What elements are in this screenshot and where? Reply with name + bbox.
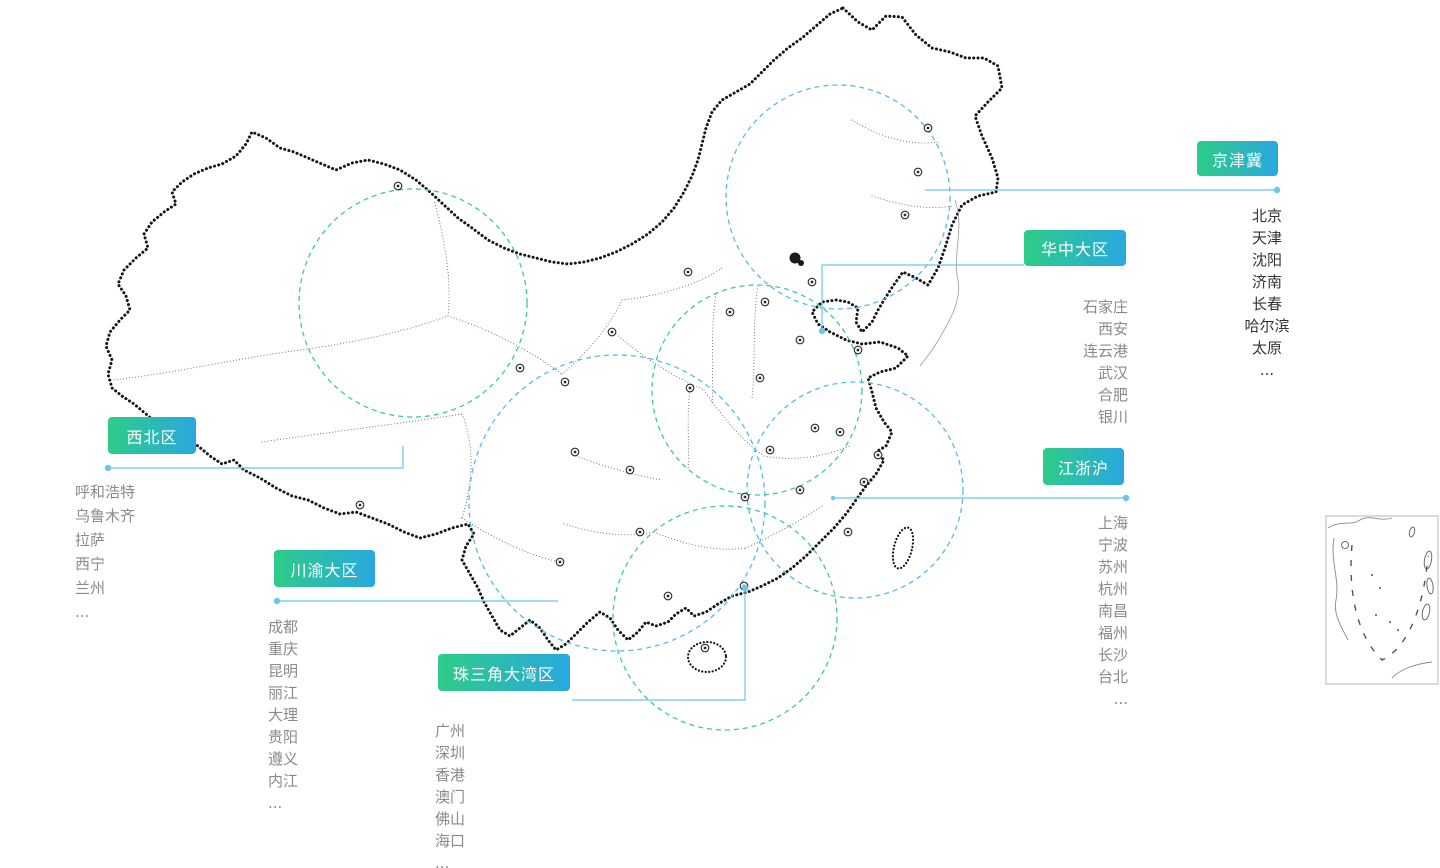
city-item: 重庆 <box>268 640 299 658</box>
city-item: 深圳 <box>435 744 466 762</box>
region-circles <box>298 84 964 731</box>
neighbor-coastline <box>919 199 960 367</box>
city-item: 长沙 <box>1097 646 1128 664</box>
city-item: 杭州 <box>1097 580 1128 598</box>
connectors <box>104 186 1281 701</box>
city-item: 澳门 <box>435 788 466 806</box>
city-item: ... <box>268 794 283 812</box>
city-item: 佛山 <box>435 810 466 828</box>
connector-zhusanjiao <box>572 588 746 701</box>
city-item: 大理 <box>268 706 299 724</box>
region-circle-jingjinji <box>725 84 951 310</box>
city-item: ... <box>75 603 90 621</box>
city-item: 丽江 <box>268 684 299 702</box>
region-circle-zhusanjiao <box>612 505 838 731</box>
region-badge-jingjinji[interactable]: 京津冀 <box>1197 141 1278 176</box>
region-badge-jiangzhehu[interactable]: 江浙沪 <box>1043 448 1124 485</box>
city-item: 哈尔滨 <box>1244 317 1290 335</box>
city-item: 北京 <box>1251 207 1282 225</box>
city-item: 上海 <box>1097 514 1128 532</box>
connector-huazhong <box>821 264 1024 330</box>
city-item: 兰州 <box>75 579 106 597</box>
city-item: 遵义 <box>268 750 299 768</box>
city-item: 武汉 <box>1097 364 1128 382</box>
region-circle-chuanyu <box>468 354 766 652</box>
city-item: 贵阳 <box>268 728 299 746</box>
taiwan-island <box>891 526 915 570</box>
map-outline <box>104 6 1004 652</box>
city-item: 苏州 <box>1097 558 1128 576</box>
city-item: 内江 <box>268 772 299 790</box>
region-circle-xibei <box>298 188 528 418</box>
city-item: 福州 <box>1097 624 1128 642</box>
city-item: ... <box>1113 690 1128 708</box>
city-item: 太原 <box>1251 339 1282 357</box>
region-badge-huazhong[interactable]: 华中大区 <box>1024 230 1126 266</box>
city-list-xibei: 呼和浩特乌鲁木齐拉萨西宁兰州... <box>75 480 205 624</box>
city-item: 天津 <box>1251 229 1282 247</box>
city-list-jiangzhehu: 上海宁波苏州杭州南昌福州长沙台北... <box>1008 512 1128 710</box>
islands <box>686 526 915 674</box>
city-item: 宁波 <box>1097 536 1128 554</box>
city-item: 沈阳 <box>1251 251 1282 269</box>
region-badge-xibei[interactable]: 西北区 <box>108 417 196 454</box>
city-item: 呼和浩特 <box>75 483 136 501</box>
capital-marker <box>789 252 801 264</box>
region-badge-chuanyu[interactable]: 川渝大区 <box>274 550 375 587</box>
city-item: 西宁 <box>75 555 106 573</box>
hainan-island <box>686 640 728 674</box>
city-list-huazhong: 石家庄西安连云港武汉合肥银川 <box>1010 296 1128 428</box>
city-item: 银川 <box>1097 408 1128 426</box>
city-item: 昆明 <box>268 662 299 680</box>
city-item: 台北 <box>1097 668 1128 686</box>
south-china-sea-inset <box>1325 515 1439 685</box>
city-item: 成都 <box>268 618 299 636</box>
city-item: 济南 <box>1251 273 1282 291</box>
region-circle-jiangzhehu <box>746 381 964 599</box>
city-item: ... <box>1259 361 1275 379</box>
city-list-chuanyu: 成都重庆昆明丽江大理贵阳遵义内江... <box>268 616 388 814</box>
city-item: 石家庄 <box>1082 298 1128 316</box>
city-item: 连云港 <box>1082 342 1128 360</box>
city-item: 香港 <box>435 766 466 784</box>
province-borders <box>113 119 953 563</box>
city-item: 拉萨 <box>75 531 106 549</box>
city-item: 长春 <box>1251 295 1282 313</box>
city-item: 广州 <box>435 722 466 740</box>
city-item: ... <box>435 854 450 868</box>
city-list-zhusanjiao: 广州深圳香港澳门佛山海口... <box>435 720 555 868</box>
region-circle-huazhong <box>651 284 863 496</box>
city-markers <box>355 123 933 653</box>
city-item: 海口 <box>435 832 466 850</box>
city-item: 西安 <box>1097 320 1128 338</box>
city-list-jingjinji: 北京天津沈阳济南长春哈尔滨太原... <box>1202 205 1332 381</box>
connector-xibei <box>108 446 404 469</box>
city-item: 南昌 <box>1097 602 1128 620</box>
region-badge-zhusanjiao[interactable]: 珠三角大湾区 <box>438 654 570 691</box>
city-item: 合肥 <box>1097 386 1128 404</box>
city-item: 乌鲁木齐 <box>75 507 136 525</box>
